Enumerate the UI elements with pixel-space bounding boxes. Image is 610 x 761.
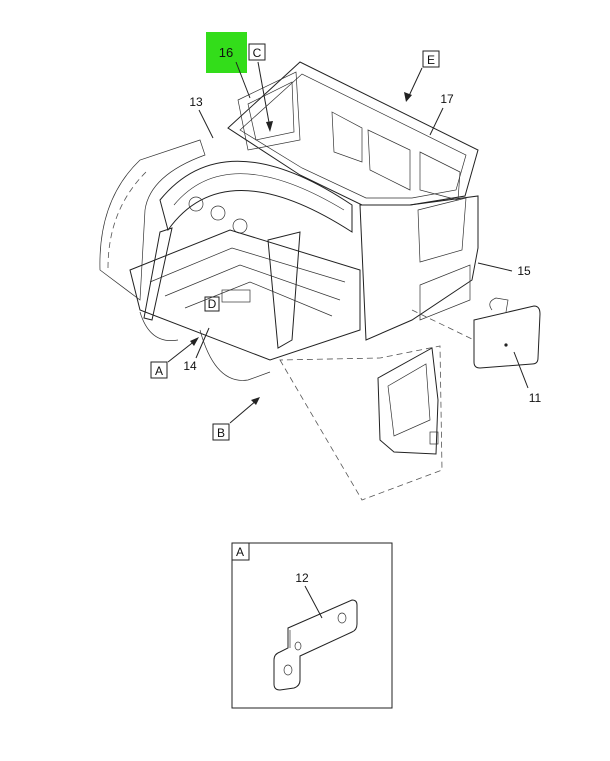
lower-frame-front	[139, 311, 179, 342]
arch-hole-1	[188, 196, 204, 212]
letter-d: D	[208, 297, 217, 311]
leader-b	[229, 399, 258, 424]
callout-16[interactable]: 16	[219, 45, 233, 60]
callout-15[interactable]: 15	[517, 264, 531, 278]
floor-rail-1	[149, 247, 346, 283]
side-window-2	[367, 129, 411, 191]
callout-16-highlight[interactable]	[206, 32, 247, 73]
part-11-cover	[411, 297, 541, 369]
left-door-frame	[99, 139, 206, 301]
right-door-ghost	[279, 345, 443, 501]
letter-c: C	[253, 46, 262, 60]
letter-box-e[interactable]	[422, 50, 440, 68]
arrow-a	[190, 337, 199, 346]
lower-frame-left	[199, 329, 271, 381]
arrow-e	[404, 92, 412, 102]
roof-outline	[227, 61, 479, 206]
cover-hole	[504, 343, 508, 347]
callout-11[interactable]: 11	[529, 391, 542, 405]
inset-letter-box	[231, 542, 250, 561]
cab-frame-drawing	[99, 61, 479, 381]
leader-12	[304, 585, 323, 619]
floor-rail-3	[184, 281, 333, 317]
letter-box-a[interactable]	[150, 361, 168, 379]
leader-15	[477, 262, 513, 272]
door-outline-dashed	[279, 345, 443, 501]
left-door-dash	[107, 171, 147, 269]
letter-box-b[interactable]	[212, 423, 230, 441]
cover-latch	[489, 297, 509, 313]
letter-a: A	[155, 364, 163, 378]
leader-17	[429, 107, 444, 136]
cover-plate	[473, 305, 541, 369]
bracket-hole-top	[337, 612, 347, 624]
bracket-hole-mid	[294, 641, 302, 651]
arch-hole-3	[232, 218, 248, 234]
letter-e: E	[427, 53, 435, 67]
arrow-c	[266, 121, 273, 132]
inset-letter-a: A	[236, 545, 244, 559]
callout-12[interactable]: 12	[295, 571, 309, 585]
inset-frame	[231, 542, 393, 709]
floor-outline	[129, 229, 361, 361]
side-window-1	[331, 111, 363, 163]
leader-14	[195, 327, 210, 359]
cover-dashline	[411, 309, 475, 341]
front-right-window	[417, 197, 467, 263]
leader-13	[198, 109, 214, 139]
leader-e	[407, 67, 423, 99]
right-wall	[359, 195, 479, 341]
callout-17[interactable]: 17	[440, 92, 454, 106]
door-window	[387, 363, 431, 437]
front-pillar-left	[143, 227, 173, 321]
leader-11	[513, 351, 529, 389]
leader-a	[167, 339, 197, 363]
rear-window	[237, 71, 301, 151]
callout-14[interactable]: 14	[183, 359, 197, 373]
floor-plate	[221, 289, 251, 303]
door-panel	[377, 347, 439, 455]
front-pillar-right	[267, 231, 301, 349]
letter-box-c[interactable]	[248, 43, 266, 61]
arch-hole-2	[210, 205, 226, 221]
rear-bracket	[419, 264, 471, 321]
letter-b: B	[217, 426, 225, 440]
door-handle	[429, 431, 439, 445]
rear-window-glass	[247, 81, 295, 141]
front-arch-inner	[173, 173, 345, 211]
leader-16	[235, 61, 251, 99]
arrow-b	[251, 397, 260, 405]
bracket-part-12	[273, 599, 358, 691]
callout-13[interactable]: 13	[189, 95, 203, 109]
detail-inset-a: A 12	[231, 542, 393, 709]
floor-rail-2	[164, 264, 341, 301]
bracket-hole-bottom	[283, 664, 293, 676]
front-arch	[159, 160, 353, 233]
